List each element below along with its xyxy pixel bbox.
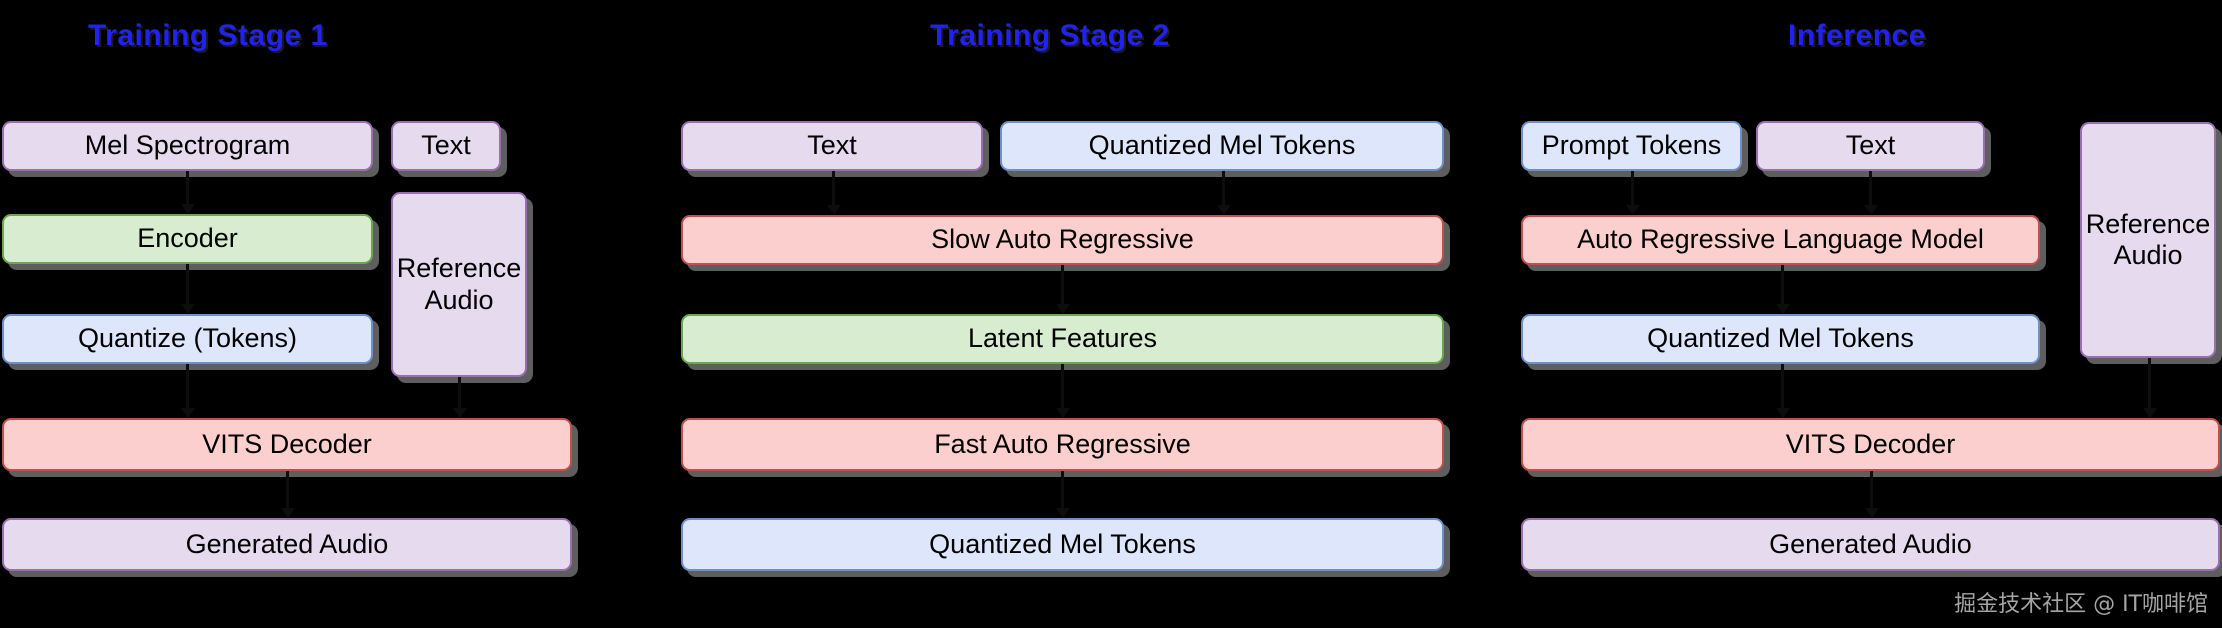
edge-vits-to-generated-1 xyxy=(286,471,289,508)
column-title-training-stage-2: Training Stage 2 xyxy=(930,19,1170,52)
arrowhead-refaudio1-to-vits xyxy=(453,408,467,418)
arrowhead-latent-to-fast-ar xyxy=(1056,408,1070,418)
arrowhead-prompt-to-arlm xyxy=(1626,205,1640,215)
arrowhead-mel-to-encoder xyxy=(181,204,195,214)
edge-qmt3-to-vits3 xyxy=(1781,364,1784,408)
edge-refaudio2-to-vits3 xyxy=(2148,358,2151,408)
edge-slow-ar-to-latent xyxy=(1061,265,1064,304)
arrowhead-slow-ar-to-latent xyxy=(1056,304,1070,314)
node-fast-auto-regressive[interactable]: Fast Auto Regressive xyxy=(681,418,1444,471)
node-latent-features[interactable]: Latent Features xyxy=(681,314,1444,364)
edge-arlm-to-qmt3 xyxy=(1781,265,1784,304)
edge-latent-to-fast-ar xyxy=(1061,364,1064,408)
watermark: 掘金技术社区 @ IT咖啡馆 xyxy=(1954,592,2208,617)
node-quantized-mel-tokens-output[interactable]: Quantized Mel Tokens xyxy=(681,518,1444,571)
arrowhead-vits3-to-generated3 xyxy=(1865,508,1879,518)
arrowhead-text3-to-arlm xyxy=(1864,205,1878,215)
edge-qmt-to-slow-ar xyxy=(1222,171,1225,205)
node-quantize-tokens[interactable]: Quantize (Tokens) xyxy=(2,314,373,364)
edge-prompt-to-arlm xyxy=(1631,171,1634,205)
edge-mel-to-encoder xyxy=(186,171,189,204)
arrowhead-refaudio2-to-vits3 xyxy=(2143,408,2157,418)
node-reference-audio-1[interactable]: Reference Audio xyxy=(391,192,527,377)
edge-text3-to-arlm xyxy=(1869,171,1872,205)
arrowhead-arlm-to-qmt3 xyxy=(1776,304,1790,314)
node-auto-regressive-language-model[interactable]: Auto Regressive Language Model xyxy=(1521,215,2040,265)
node-vits-decoder-1[interactable]: VITS Decoder xyxy=(2,418,572,471)
arrowhead-quantize-to-vits xyxy=(181,408,195,418)
node-mel-spectrogram[interactable]: Mel Spectrogram xyxy=(2,121,373,171)
node-slow-auto-regressive[interactable]: Slow Auto Regressive xyxy=(681,215,1444,265)
edge-vits3-to-generated3 xyxy=(1870,471,1873,508)
arrowhead-encoder-to-quantize xyxy=(181,304,195,314)
arrowhead-text2-to-slow-ar xyxy=(827,205,841,215)
edge-text2-to-slow-ar xyxy=(832,171,835,205)
arrowhead-qmt3-to-vits3 xyxy=(1776,408,1790,418)
node-prompt-tokens[interactable]: Prompt Tokens xyxy=(1521,121,1742,171)
arrowhead-qmt-to-slow-ar xyxy=(1217,205,1231,215)
edge-fast-ar-to-qmt-out xyxy=(1061,471,1064,508)
edge-quantize-to-vits xyxy=(186,364,189,408)
edge-encoder-to-quantize xyxy=(186,264,189,304)
arrowhead-vits-to-generated-1 xyxy=(281,508,295,518)
edge-refaudio1-to-vits xyxy=(458,377,461,408)
column-title-inference: Inference xyxy=(1788,19,1926,52)
node-quantized-mel-tokens-inference[interactable]: Quantized Mel Tokens xyxy=(1521,314,2040,364)
node-text-2[interactable]: Text xyxy=(681,121,983,171)
node-text-3[interactable]: Text xyxy=(1756,121,1985,171)
node-generated-audio-1[interactable]: Generated Audio xyxy=(2,518,572,571)
column-title-training-stage-1: Training Stage 1 xyxy=(88,19,328,52)
node-encoder[interactable]: Encoder xyxy=(2,214,373,264)
node-generated-audio-3[interactable]: Generated Audio xyxy=(1521,518,2220,571)
node-vits-decoder-3[interactable]: VITS Decoder xyxy=(1521,418,2220,471)
arrowhead-fast-ar-to-qmt-out xyxy=(1056,508,1070,518)
node-text-1[interactable]: Text xyxy=(391,121,501,171)
node-quantized-mel-tokens-input[interactable]: Quantized Mel Tokens xyxy=(1000,121,1444,171)
node-reference-audio-2[interactable]: Reference Audio xyxy=(2080,122,2216,358)
